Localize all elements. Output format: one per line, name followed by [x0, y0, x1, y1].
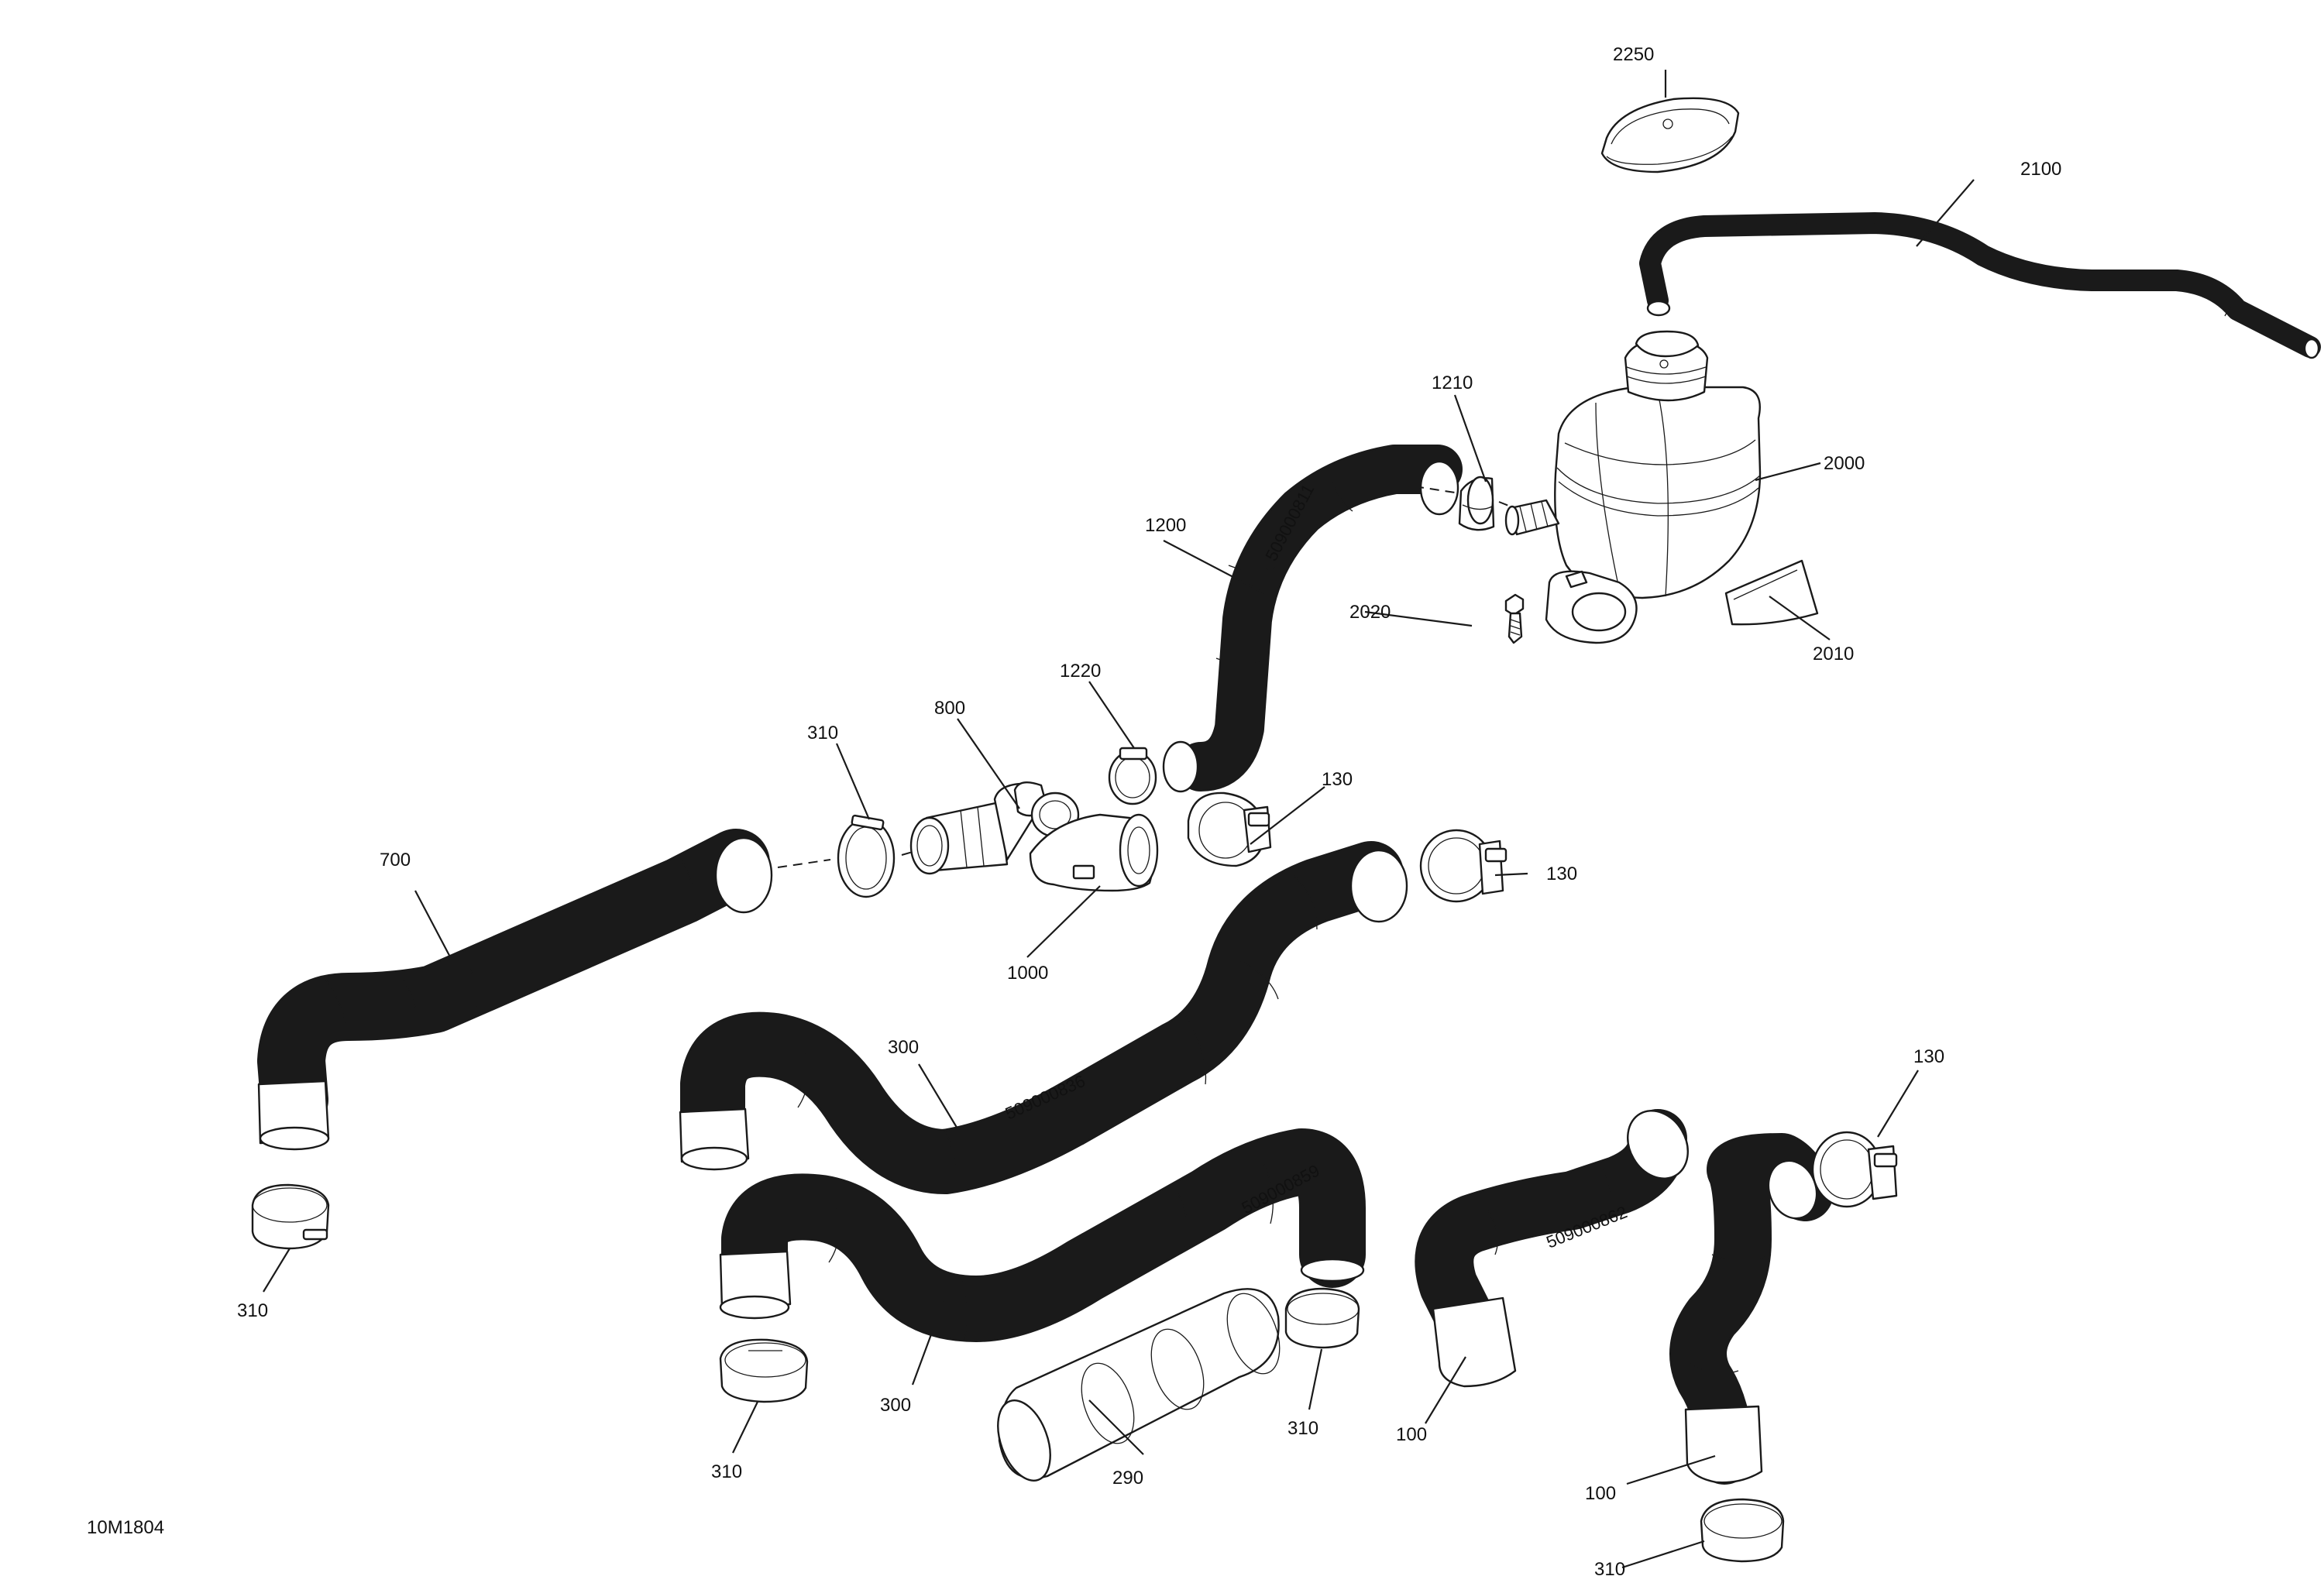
callout-290: 290: [1112, 1468, 1143, 1489]
callout-2000: 2000: [1824, 453, 1865, 474]
hose-100-right[interactable]: [1669, 1133, 1834, 1485]
callout-310-bottom: 310: [711, 1461, 742, 1482]
assembly-axis: [901, 851, 913, 856]
hose-clamp-1210[interactable]: [1458, 476, 1495, 531]
callout-2010: 2010: [1813, 644, 1854, 664]
hose-clamp-310-mid[interactable]: [1284, 1287, 1360, 1349]
hose-clamp-130-a[interactable]: [1187, 792, 1272, 867]
hose-1200[interactable]: 509000811: [1162, 445, 1463, 793]
protective-sleeve-290[interactable]: [988, 1286, 1289, 1488]
callout-100-middle: 100: [1396, 1424, 1427, 1445]
thermostat-cover-1000[interactable]: [1029, 813, 1159, 892]
coolant-reservoir-2000[interactable]: [1504, 330, 1762, 644]
callout-1220: 1220: [1060, 661, 1101, 682]
callout-1200: 1200: [1145, 515, 1186, 536]
callout-800: 800: [934, 698, 965, 719]
callout-2020: 2020: [1349, 602, 1391, 623]
callout-700: 700: [380, 850, 411, 870]
leader-lines: [263, 70, 1975, 1569]
hose-clamp-1220[interactable]: [1108, 747, 1157, 805]
hose-100-middle[interactable]: 509000862: [1415, 1100, 1700, 1388]
callout-130-b: 130: [1546, 864, 1577, 884]
hose-clamp-130-b[interactable]: [1419, 829, 1508, 903]
hose-clamp-310-right[interactable]: [1700, 1498, 1785, 1563]
screw-2020[interactable]: [1504, 593, 1525, 644]
callout-2100: 2100: [2020, 159, 2061, 180]
callout-130-a: 130: [1322, 769, 1353, 790]
hose-300-lower[interactable]: 509000859: [719, 1128, 1366, 1342]
thermostat-housing-800[interactable]: [909, 781, 1080, 875]
assembly-axis: [1498, 501, 1511, 507]
callout-310-mid: 310: [1287, 1418, 1318, 1439]
hose-clamp-310-top[interactable]: [837, 814, 896, 898]
callout-1210: 1210: [1432, 373, 1473, 393]
callout-310-right: 310: [1594, 1559, 1625, 1580]
assembly-axis: [777, 859, 831, 868]
hose-clamp-310-left[interactable]: [251, 1183, 330, 1250]
callout-300-upper: 300: [888, 1037, 919, 1058]
hose-clamp-310-bottom[interactable]: [719, 1338, 809, 1403]
hose-clamp-130-c[interactable]: [1811, 1131, 1898, 1208]
hose-700[interactable]: [257, 829, 773, 1151]
callout-300-lower: 300: [880, 1395, 911, 1416]
assembly-axis: [1414, 486, 1456, 493]
decal-2010[interactable]: [1724, 559, 1819, 626]
callout-130-c: 130: [1913, 1046, 1944, 1067]
overflow-tube-2100[interactable]: [1639, 212, 2321, 359]
callout-310-top: 310: [807, 723, 838, 743]
figure-reference: 10M1804: [87, 1517, 164, 1538]
callouts: 2250 2100 1210 2000 1200 2020 2010 1220 …: [237, 44, 2061, 1580]
callout-1000: 1000: [1007, 963, 1048, 984]
radiator-cap-2250[interactable]: [1600, 97, 1740, 173]
callout-100-right: 100: [1585, 1483, 1616, 1504]
callout-310-left: 310: [237, 1300, 268, 1321]
callout-2250: 2250: [1613, 44, 1654, 65]
